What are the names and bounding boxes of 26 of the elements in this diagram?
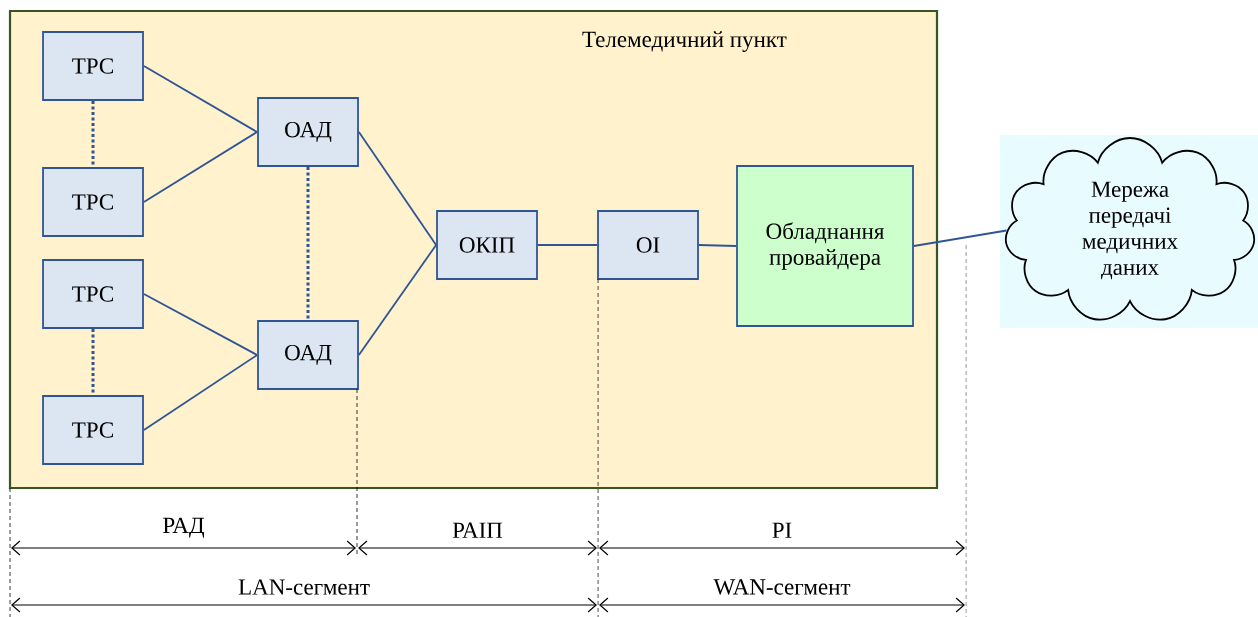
link-line xyxy=(698,244,737,247)
dimension-label: PI xyxy=(772,522,792,538)
link-line xyxy=(358,131,437,246)
dimension-label: WAN-сегмент xyxy=(713,579,851,595)
device-box: OI xyxy=(597,210,699,280)
dimension-label: РАІП xyxy=(452,522,503,538)
link-line xyxy=(143,131,258,203)
device-box: ТРС xyxy=(42,167,144,237)
link-line xyxy=(358,244,437,356)
device-box: ТРС xyxy=(42,395,144,465)
device-box: ТРС xyxy=(42,31,144,101)
equipment-box: Обладнання провайдера xyxy=(736,165,914,327)
frame-heading: Телемедичний пункт xyxy=(582,31,787,52)
dimension-label: LAN-сегмент xyxy=(238,579,370,595)
link-line xyxy=(537,244,598,246)
link-line xyxy=(143,354,258,431)
device-box: ОКІП xyxy=(436,210,538,280)
dimension-label: РАД xyxy=(163,517,205,538)
dotted-link xyxy=(306,166,310,321)
link-line xyxy=(143,65,258,133)
device-box: ТРС xyxy=(42,259,144,329)
device-box: ОАД xyxy=(257,320,359,390)
network-cloud: Мережа передачі медичних даних xyxy=(1000,135,1258,328)
device-box: ОАД xyxy=(257,97,359,167)
link-line xyxy=(143,293,258,356)
link-line xyxy=(913,229,1008,247)
